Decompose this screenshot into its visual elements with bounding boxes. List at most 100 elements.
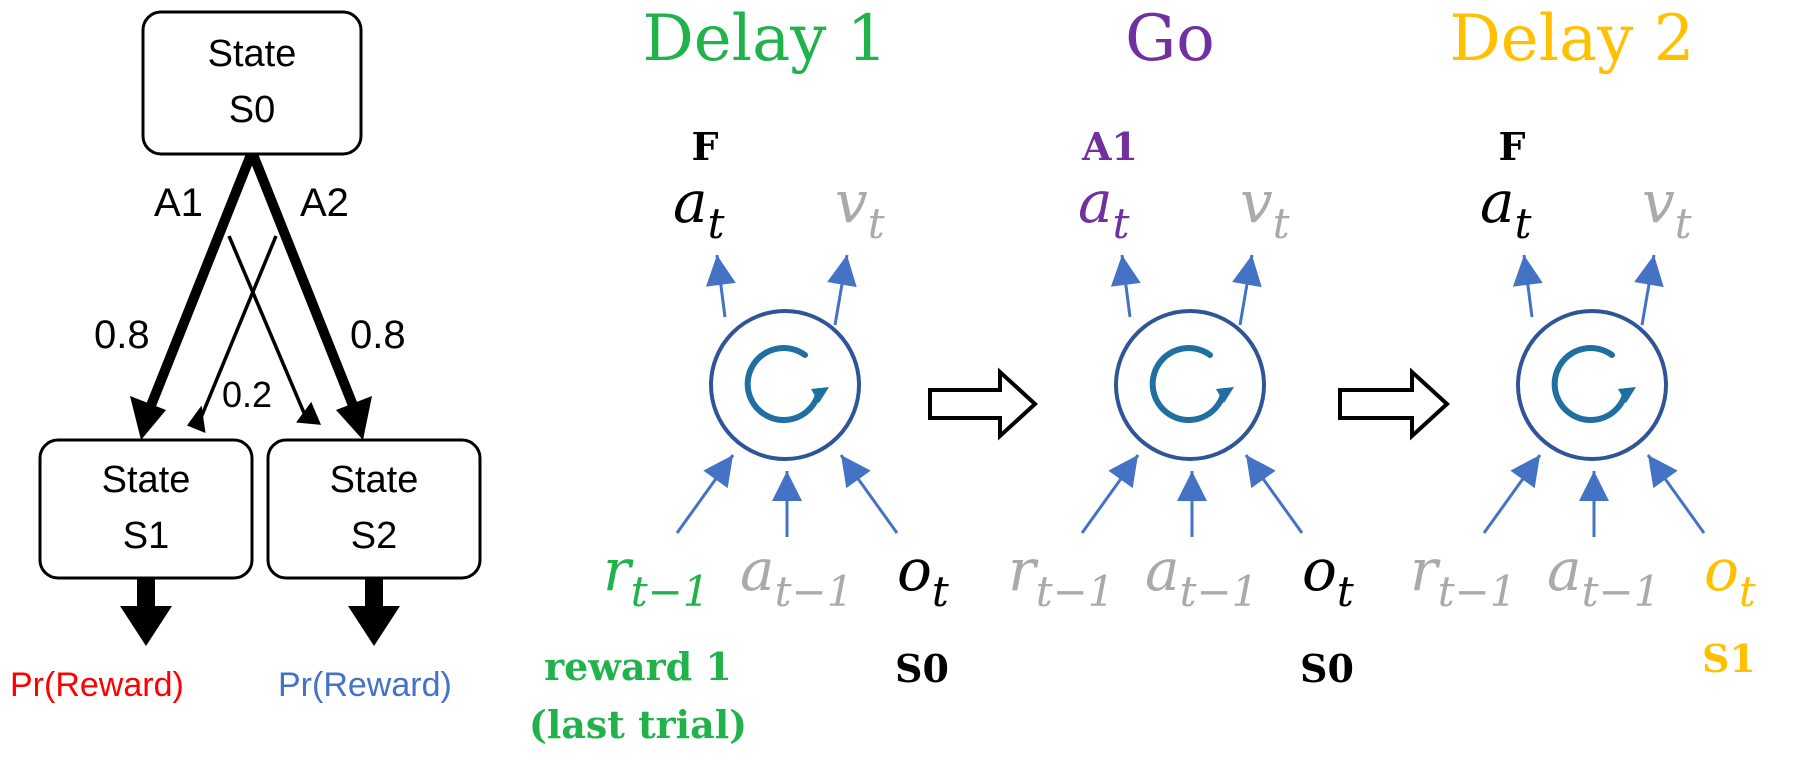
phase-arrow-1 [928, 367, 1038, 441]
state-s1-label-line2: S1 [123, 515, 169, 557]
input-observation: ot [897, 536, 949, 616]
arrow-to-value-head [827, 255, 857, 288]
common-transition-a2-head [336, 396, 372, 440]
input-prev-action: at−1 [1145, 536, 1258, 616]
state-s2-label-line1: State [330, 459, 419, 501]
recurrence-icon-head [811, 387, 829, 403]
output-action-sub: t [708, 199, 725, 248]
output-action: at [1480, 168, 1532, 248]
input-reward-sub: t−1 [1036, 567, 1115, 616]
reward-left-label: Pr(Reward) [10, 666, 184, 704]
action-label: F [692, 124, 719, 169]
state-s0-box [141, 10, 363, 156]
arrow-to-value-head [1634, 255, 1664, 288]
output-value-base: v [835, 168, 868, 236]
arrow-from-reward-head [703, 455, 733, 489]
arrow-to-action-head [1512, 255, 1543, 287]
rare-transition-a1-to-s2 [227, 235, 309, 421]
recurrent-unit [1114, 309, 1266, 461]
output-value-sub: t [1273, 199, 1290, 248]
input-prev-action-base: a [1145, 536, 1180, 604]
input-prev-action-base: a [1547, 536, 1582, 604]
action-a2-label: A2 [300, 181, 349, 225]
output-value: vt [1240, 168, 1290, 248]
input-observation-base: o [1704, 536, 1739, 604]
input-reward-sub: t−1 [1438, 567, 1517, 616]
arrow-from-prev-action-head [772, 471, 802, 501]
recurrence-icon [744, 345, 822, 424]
recurrence-icon-head [1216, 387, 1234, 403]
input-prev-action: at−1 [740, 536, 853, 616]
rare-transition-a2-head [186, 405, 206, 434]
input-reward-base: r [1410, 536, 1441, 604]
task-tree: State S0 A1 A2 0.8 0.8 0.2 State S1 Stat… [10, 10, 482, 704]
input-observation-sub: t [1739, 567, 1756, 616]
recurrence-icon [1149, 345, 1227, 424]
common-transition-a2-to-s2 [247, 150, 359, 410]
reward-arrow-left-shaft [137, 578, 155, 610]
arrow-to-value-head [1232, 255, 1262, 288]
input-observation-base: o [897, 536, 932, 604]
output-action-base: a [1078, 168, 1113, 236]
output-value-sub: t [1675, 199, 1692, 248]
rare-transition-a2-to-s1 [198, 235, 278, 421]
recurrent-unit [1516, 309, 1668, 461]
phase-title: Go [1125, 2, 1215, 76]
output-value-base: v [1240, 168, 1273, 236]
reward-arrow-right-head [348, 606, 400, 646]
reward-note-line1: reward 1 [544, 644, 732, 689]
prob-left-common: 0.8 [94, 313, 150, 357]
input-reward: rt−1 [1008, 536, 1115, 616]
input-prev-action-sub: t−1 [775, 567, 854, 616]
common-transition-a1-to-s1 [145, 150, 257, 410]
output-action: at [1078, 168, 1130, 248]
input-reward-base: r [603, 536, 634, 604]
recurrent-unit [709, 309, 861, 461]
action-a1-label: A1 [154, 181, 203, 225]
output-action-sub: t [1113, 199, 1130, 248]
observation-state: S0 [1300, 646, 1354, 691]
input-reward: rt−1 [1410, 536, 1517, 616]
input-prev-action-base: a [740, 536, 775, 604]
prob-right-common: 0.8 [350, 313, 406, 357]
arrow-from-reward-head [1510, 455, 1540, 489]
prob-rare: 0.2 [222, 374, 272, 415]
recurrence-icon-head [1618, 387, 1636, 403]
rare-transition-a1-head [296, 401, 322, 425]
action-label: A1 [1081, 124, 1138, 169]
state-s0-label-line1: State [208, 33, 297, 75]
phase-title: Delay 1 [642, 2, 887, 76]
arrow-to-action-head [1110, 255, 1141, 287]
input-prev-action-sub: t−1 [1180, 567, 1259, 616]
observation-state: S0 [895, 646, 949, 691]
arrow-from-prev-action-head [1177, 471, 1207, 501]
arrow-from-reward-head [1108, 455, 1138, 489]
arrow-from-observation-head [1648, 455, 1678, 489]
common-transition-a1-head [130, 396, 166, 440]
reward-arrow-right-shaft [365, 578, 383, 610]
output-action-sub: t [1515, 199, 1532, 248]
output-action: at [673, 168, 725, 248]
arrow-to-action-head [705, 255, 736, 287]
phase-title: Delay 2 [1449, 2, 1694, 76]
output-value: vt [835, 168, 885, 248]
input-prev-action-sub: t−1 [1582, 567, 1661, 616]
input-reward-base: r [1008, 536, 1039, 604]
output-action-base: a [673, 168, 708, 236]
action-label: F [1499, 124, 1526, 169]
output-action-base: a [1480, 168, 1515, 236]
output-value: vt [1642, 168, 1692, 248]
recurrence-icon [1551, 345, 1629, 424]
input-reward-sub: t−1 [631, 567, 710, 616]
input-observation: ot [1704, 536, 1756, 616]
arrow-from-observation-head [841, 455, 871, 489]
reward-note-line2: (last trial) [529, 702, 747, 747]
phase-arrow-2 [1338, 367, 1450, 441]
input-reward: rt−1 [603, 536, 710, 616]
input-observation-base: o [1302, 536, 1337, 604]
reward-arrow-left-head [120, 606, 172, 646]
observation-state: S1 [1702, 636, 1756, 681]
